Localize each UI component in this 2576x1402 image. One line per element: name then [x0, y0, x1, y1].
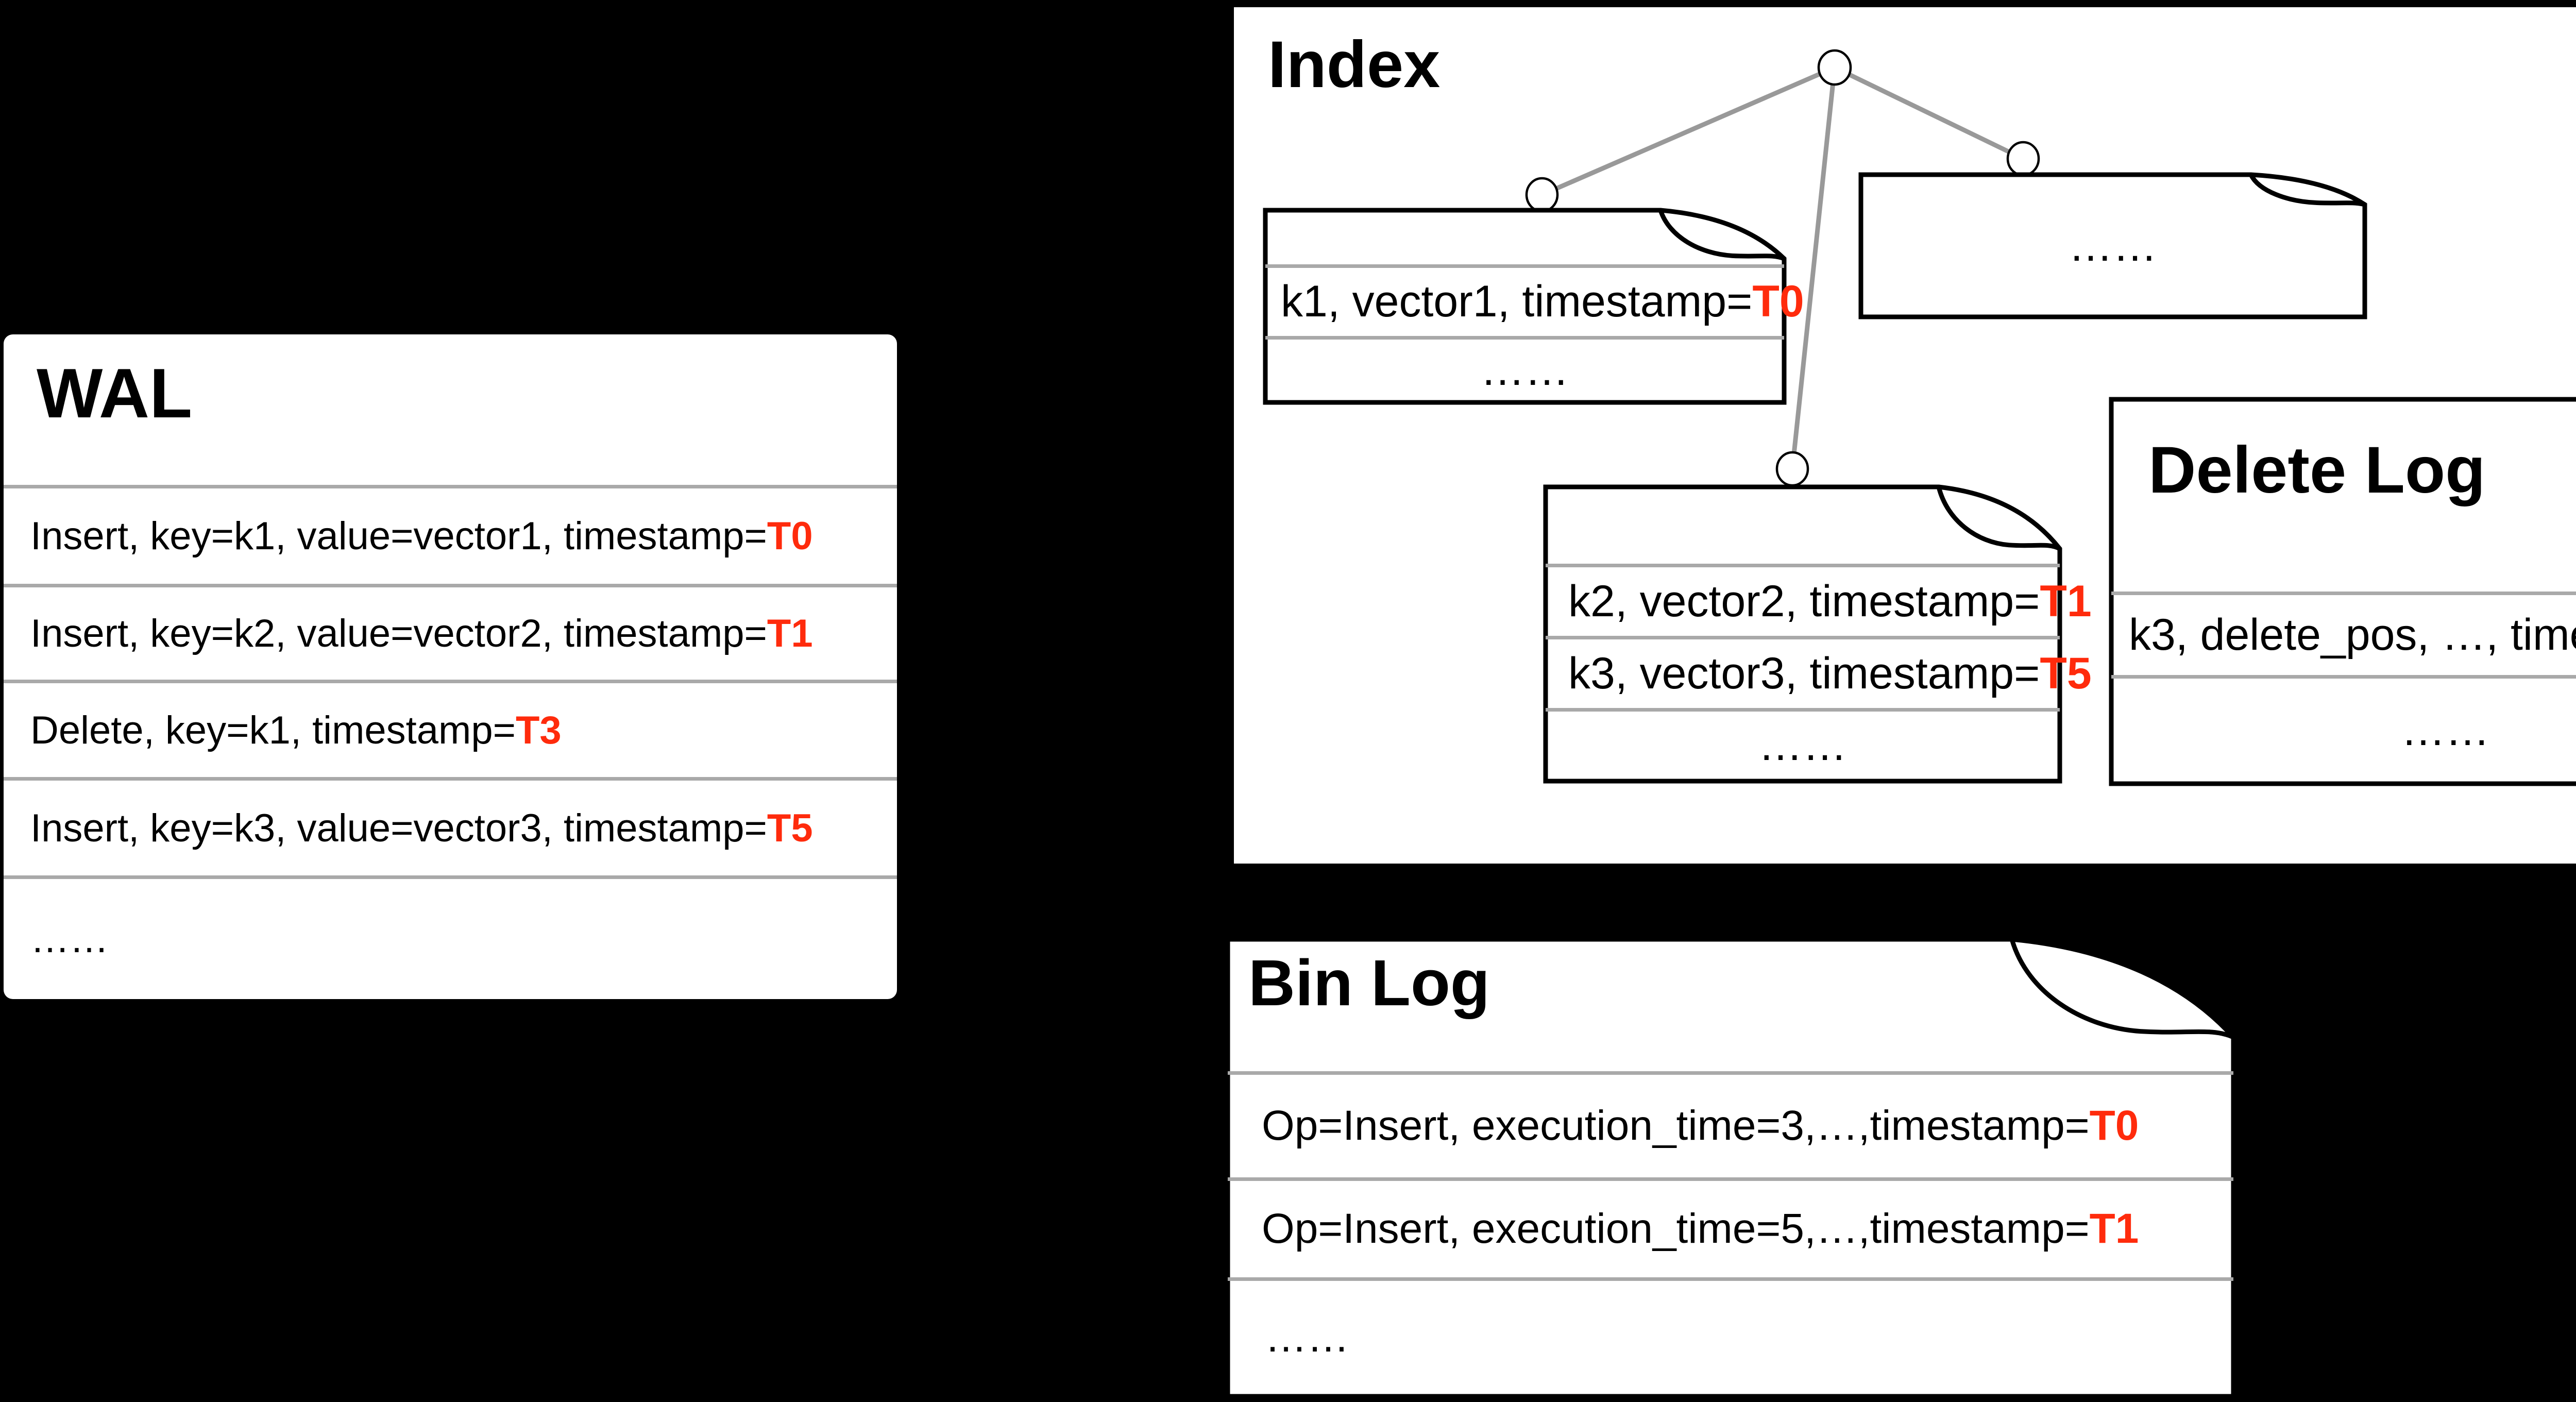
timestamp-value: T5	[767, 806, 813, 850]
row-divider	[1265, 264, 1784, 268]
bin-log-doc: Bin Log Op=Insert, execution_time=3,…,ti…	[1225, 937, 2236, 1399]
document-shape	[1858, 172, 2367, 319]
wal-row-ellipsis: ……	[4, 879, 897, 999]
bin-log-row-ellipsis: ……	[1228, 1279, 2233, 1396]
doc-row-text: k3, vector3, timestamp=	[1568, 648, 2040, 698]
row-divider	[4, 680, 897, 683]
timestamp-value: T1	[767, 612, 813, 655]
wal-row: Insert, key=k1, value=vector1, timestamp…	[4, 488, 897, 584]
row-divider	[4, 584, 897, 587]
index-title: Index	[1268, 28, 1440, 102]
doc-row-text: k1, vector1, timestamp=	[1281, 277, 1753, 326]
row-divider	[1228, 1277, 2233, 1281]
index-doc-more: ……	[1858, 172, 2367, 319]
doc-row-text: k2, vector2, timestamp=	[1568, 576, 2040, 626]
row-divider	[4, 485, 897, 488]
index-doc-k2-k3: k2, vector2, timestamp=T1 k3, vector3, t…	[1543, 484, 2092, 784]
timestamp-value: T5	[2040, 648, 2092, 698]
document-shape	[1225, 937, 2236, 1399]
doc-row-ellipsis: ……	[1546, 710, 2060, 781]
document-shape	[1263, 208, 1787, 405]
doc-row-ellipsis: ……	[1861, 175, 2365, 317]
ellipsis-text: ……	[2069, 221, 2157, 271]
doc-row: k3, delete_pos, …, timestamp=T3	[2111, 593, 2576, 677]
ellipsis-text: ……	[1758, 720, 1847, 770]
ellipsis-text: ……	[1480, 345, 1569, 395]
wal-title: WAL	[37, 354, 193, 432]
document-shape	[1543, 484, 2062, 784]
bin-log-row-text: Op=Insert, execution_time=3,…,timestamp=	[1262, 1102, 2090, 1149]
index-doc-k1: k1, vector1, timestamp=T0 ……	[1263, 208, 1804, 405]
delete-log-doc: Delete Log k3, delete_pos, …, timestamp=…	[2109, 397, 2576, 786]
wal-row-text: Insert, key=k1, value=vector1, timestamp…	[30, 514, 767, 558]
wal-panel: WAL Insert, key=k1, value=vector1, times…	[4, 334, 897, 999]
doc-row: k3, vector3, timestamp=T5	[1546, 637, 2092, 710]
wal-row: Insert, key=k2, value=vector2, timestamp…	[4, 587, 897, 680]
wal-row-text: Insert, key=k3, value=vector3, timestamp…	[30, 806, 767, 850]
row-divider	[1546, 708, 2060, 712]
row-divider	[1228, 1071, 2233, 1075]
row-divider	[2111, 675, 2576, 679]
row-divider	[2111, 592, 2576, 595]
wal-row-text: Delete, key=k1, timestamp=	[30, 708, 516, 752]
ellipsis-text: ……	[30, 917, 109, 961]
timestamp-value: T1	[2040, 576, 2092, 626]
timestamp-value: T1	[2089, 1205, 2139, 1252]
ellipsis-text: ……	[2401, 705, 2490, 755]
row-divider	[4, 777, 897, 781]
bin-log-row: Op=Insert, execution_time=5,…,timestamp=…	[1228, 1179, 2233, 1279]
row-divider	[1265, 336, 1784, 340]
bin-log-row-text: Op=Insert, execution_time=5,…,timestamp=	[1262, 1205, 2090, 1252]
doc-row-ellipsis: ……	[2111, 677, 2576, 784]
row-divider	[4, 875, 897, 879]
bin-log-row: Op=Insert, execution_time=3,…,timestamp=…	[1228, 1073, 2233, 1179]
wal-row-text: Insert, key=k2, value=vector2, timestamp…	[30, 612, 767, 655]
timestamp-value: T0	[767, 514, 813, 558]
ellipsis-text: ……	[1265, 1314, 1349, 1361]
row-divider	[1228, 1177, 2233, 1181]
wal-row: Delete, key=k1, timestamp=T3	[4, 683, 897, 777]
delete-log-title: Delete Log	[2148, 433, 2486, 507]
doc-row-text: k3, delete_pos, …, timestamp=	[2129, 610, 2576, 660]
timestamp-value: T0	[2089, 1102, 2139, 1149]
wal-row: Insert, key=k3, value=vector3, timestamp…	[4, 781, 897, 875]
row-divider	[1546, 636, 2060, 639]
timestamp-value: T0	[1752, 277, 1804, 326]
bin-log-title: Bin Log	[1248, 947, 1490, 1019]
doc-row: k1, vector1, timestamp=T0	[1265, 266, 1804, 337]
doc-row-ellipsis: ……	[1265, 337, 1784, 402]
timestamp-value: T3	[515, 708, 562, 752]
doc-row: k2, vector2, timestamp=T1	[1546, 565, 2092, 637]
row-divider	[1546, 564, 2060, 567]
